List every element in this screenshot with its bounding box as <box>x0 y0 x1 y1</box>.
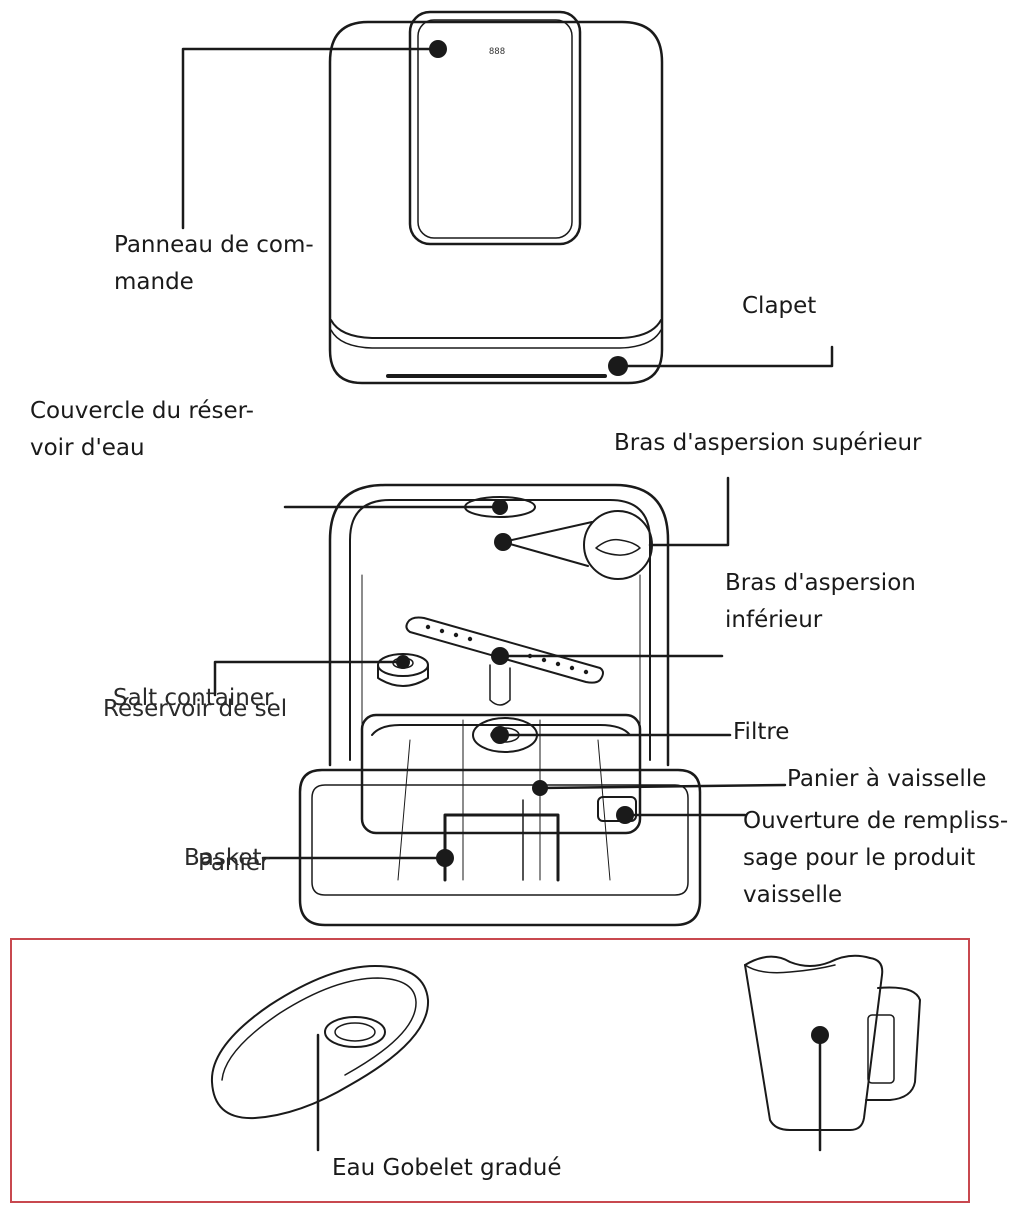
dot-filter <box>491 726 509 744</box>
label-accessories: Eau Gobelet gradué <box>332 1155 562 1181</box>
zoom-line-lower <box>502 541 589 567</box>
dish-basket-front-rail <box>371 724 631 736</box>
accessories-frame <box>10 938 970 1203</box>
body-base-line-2 <box>330 329 662 349</box>
label-upper-arm: Bras d'aspersion supérieur <box>614 430 922 456</box>
label-salt-container-fr: Réservoir de sel <box>103 696 288 722</box>
cup-handle <box>865 986 921 1101</box>
dot-detergent <box>616 806 634 824</box>
dish-basket-wires <box>397 719 611 881</box>
funnel-rim <box>221 977 417 1081</box>
measuring-cup-accessory <box>744 954 921 1131</box>
dot-lower-arm <box>491 647 509 665</box>
label-filter: Filtre <box>733 719 790 745</box>
label-salt-container-en: Salt container <box>113 685 274 711</box>
cup-spout <box>744 964 836 974</box>
lower-spray-arm <box>405 616 604 684</box>
dot-salt <box>396 655 410 669</box>
door-panel-inner <box>417 19 573 239</box>
label-flap: Clapet <box>742 293 817 319</box>
label-tank-lid: Couvercle du réser- voir d'eau <box>30 398 254 461</box>
basket-holder <box>443 813 560 882</box>
funnel-accessory <box>210 965 430 1120</box>
label-lower-arm: Bras d'aspersion inférieur <box>725 570 916 633</box>
upper-spray-arm-zoom <box>583 510 653 580</box>
leader-upper-arm <box>648 476 730 547</box>
label-detergent-opening: Ouverture de rempliss- sage pour le prod… <box>743 808 1009 908</box>
cavity-outer-wall <box>328 483 670 767</box>
leader-control-panel <box>181 47 440 230</box>
funnel-opening-inner <box>334 1022 376 1042</box>
body-base-line <box>330 319 662 339</box>
leader-lines <box>181 47 834 1152</box>
door-tray-outer <box>298 768 702 927</box>
cup-handle-hole <box>867 1014 895 1084</box>
leader-flap <box>616 345 834 368</box>
dot-basket <box>436 849 454 867</box>
spray-arm-hub <box>489 664 511 706</box>
dot-control-panel <box>429 40 447 58</box>
dishwasher-front-view: 888 <box>328 10 664 385</box>
leader-salt <box>213 660 405 697</box>
dot-cup <box>811 1026 829 1044</box>
door-tray-inner <box>311 784 689 896</box>
dot-dish-basket <box>532 780 548 796</box>
upper-spray-arm-shape <box>595 538 641 556</box>
zoom-line-upper <box>502 521 593 543</box>
label-control-panel: Panneau de com- mande <box>114 232 314 295</box>
label-basket-fr: Panier <box>198 850 270 876</box>
cup-body <box>744 957 884 1131</box>
spray-arm-holes <box>425 624 589 675</box>
dot-tank-lid <box>492 499 508 515</box>
detergent-opening <box>597 796 637 822</box>
control-display-digits: 888 <box>489 47 505 57</box>
door-panel-outer <box>408 10 582 246</box>
label-dish-basket: Panier à vaisselle <box>787 766 987 792</box>
cup-rim <box>744 954 871 967</box>
dishwasher-body-outline <box>328 20 664 385</box>
label-basket-en: Basket <box>184 845 262 871</box>
leader-dish-basket <box>538 783 787 790</box>
callout-dots <box>396 40 829 1044</box>
dish-basket-frame <box>360 713 642 835</box>
funnel-outline <box>210 965 430 1120</box>
dot-upper-arm <box>494 533 512 551</box>
funnel-opening <box>324 1016 386 1048</box>
dot-flap <box>608 356 628 376</box>
